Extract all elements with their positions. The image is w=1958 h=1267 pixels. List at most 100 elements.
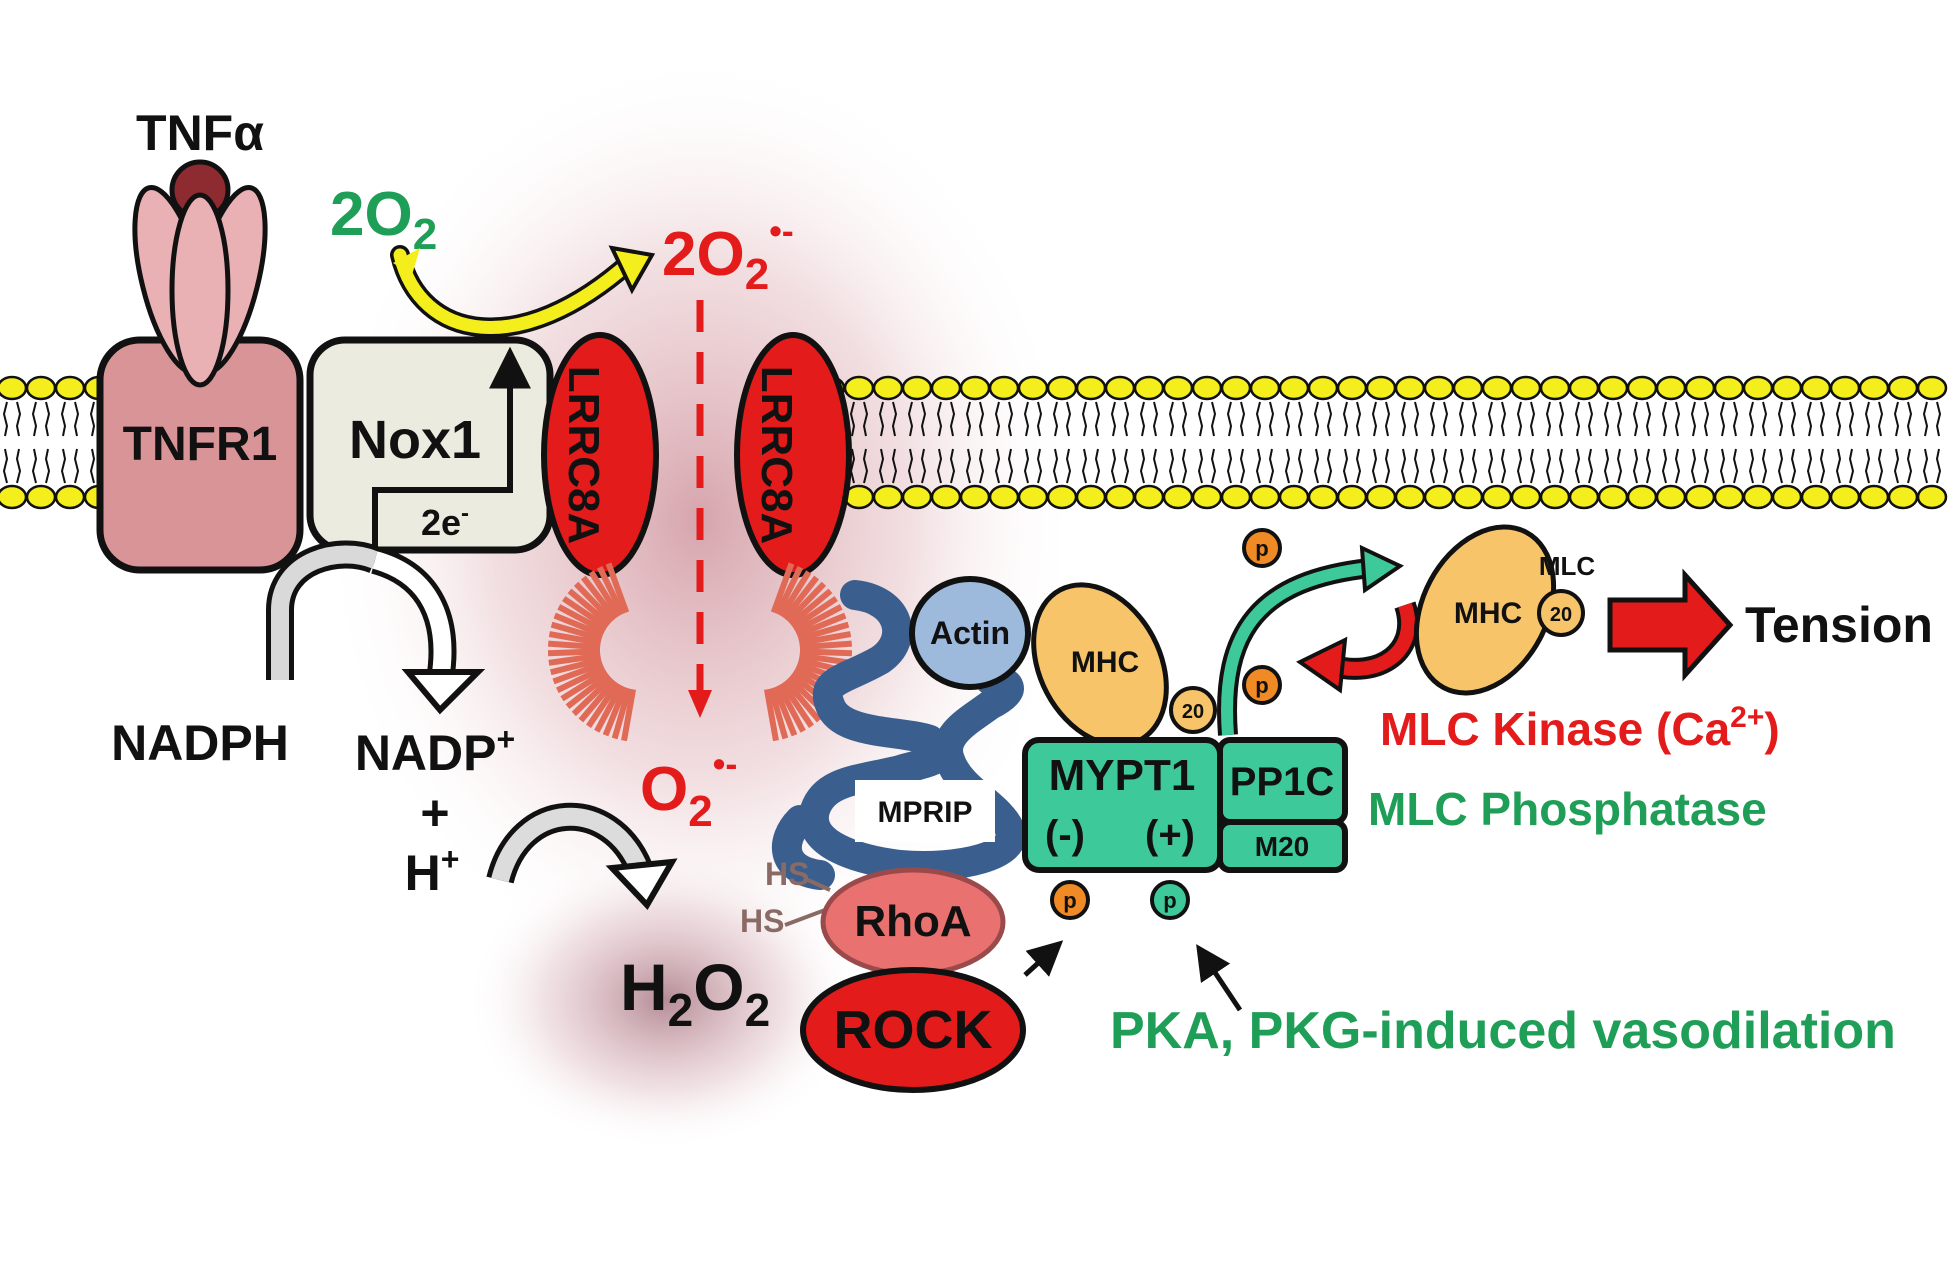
lipid-head (1046, 375, 1078, 401)
lrrc8a-repeat (611, 687, 632, 740)
lipid-head (1510, 375, 1542, 401)
phospho-rock-label: p (1063, 888, 1076, 913)
lipid-tail (1152, 448, 1159, 484)
lipid-tail (1516, 448, 1523, 484)
hydrogen-peroxide-label: H2O2 (620, 950, 770, 1036)
lipid-head (1742, 375, 1774, 401)
lipid-tail (1239, 448, 1246, 484)
lipid-head (1075, 484, 1107, 510)
lipid-tail (1703, 448, 1710, 484)
lipid-tail (1168, 448, 1175, 484)
phospho-site-rock (1050, 880, 1090, 920)
lipid-tail (1587, 401, 1594, 437)
lipid-tail (1065, 448, 1072, 484)
lrrc8a-repeat (778, 570, 812, 618)
lipid-tail (44, 401, 51, 437)
lipid-tail (1603, 448, 1610, 484)
lipid-head (1887, 375, 1919, 401)
lipid-head (1133, 375, 1165, 401)
lrrc8a-repeat (560, 668, 608, 702)
oxygen-conversion-arrow-fill (393, 248, 637, 334)
dephosphorylation-arrow-fill (1221, 562, 1371, 736)
lipid-tail (1661, 448, 1668, 484)
lipid-head (1017, 484, 1049, 510)
lipid-tail (15, 401, 22, 437)
lipid-tail (1313, 448, 1320, 484)
lipid-tail (1342, 448, 1349, 484)
lipid-head (1423, 375, 1455, 401)
lipid-tail (73, 448, 80, 484)
lipid-tail (1922, 401, 1929, 437)
lipid-tail (891, 448, 898, 484)
lipid-tail (1748, 401, 1755, 437)
lrrc8a-repeat (548, 652, 601, 666)
lipid-head (1626, 484, 1658, 510)
rock-label: ROCK (834, 1000, 993, 1060)
mlc20-left (1169, 686, 1217, 734)
lipid-head (988, 484, 1020, 510)
lipid-tail (1703, 401, 1710, 437)
lipid-tail (1574, 448, 1581, 484)
lipid-head (1858, 484, 1890, 510)
lipid-head (25, 484, 57, 510)
lipid-head (1597, 375, 1629, 401)
mlc-kinase-arrow-fill (1327, 602, 1416, 676)
lipid-tail (1139, 448, 1146, 484)
lipid-tail (15, 448, 22, 484)
lipid-tail (1181, 401, 1188, 437)
lipid-tail (1529, 401, 1536, 437)
lipid-tail (2, 401, 9, 437)
tnfr1-label: TNFR1 (123, 418, 278, 471)
lipid-tail (862, 448, 869, 484)
lipid-tail (31, 401, 38, 437)
lipid-tail (891, 401, 898, 437)
lipid-tail (849, 401, 856, 437)
lipid-tail (1848, 401, 1855, 437)
lipid-head (1481, 484, 1513, 510)
lrrc8a-repeat (596, 565, 626, 616)
lipid-tail (1400, 401, 1407, 437)
lipid-tail (1168, 401, 1175, 437)
lipid-tail (1761, 448, 1768, 484)
lipid-tail (1197, 401, 1204, 437)
lipid-head (901, 484, 933, 510)
lipid-tail (1806, 448, 1813, 484)
lipid-tail (1893, 401, 1900, 437)
pp1c-label: PP1C (1230, 760, 1335, 804)
lrrc8a-repeat (605, 562, 630, 614)
lipid-tail (907, 448, 914, 484)
lipid-tail (878, 401, 885, 437)
lipid-tail (1007, 401, 1014, 437)
pka-pkg-arrow (1196, 944, 1243, 1012)
lipid-tail (1935, 401, 1942, 437)
lipid-head (843, 375, 875, 401)
lipid-tail (1690, 401, 1697, 437)
lipid-head (1104, 484, 1136, 510)
lipid-head (1075, 375, 1107, 401)
actin-filament (909, 576, 1031, 690)
lipid-head (988, 375, 1020, 401)
mlc-kinase-label: MLC Kinase (Ca2+) (1380, 701, 1780, 755)
lipid-head (1539, 484, 1571, 510)
lipid-head (54, 375, 86, 401)
lrrc8a-repeat (772, 685, 798, 737)
lipid-tail (1007, 448, 1014, 484)
lipid-head (1452, 375, 1484, 401)
lipid-head (872, 375, 904, 401)
phospho-site-mlc (1242, 665, 1282, 705)
lrrc8a-repeat (791, 596, 838, 631)
lipid-head (1916, 375, 1948, 401)
lrrc8a-repeat (586, 681, 621, 728)
lipid-tail (1864, 401, 1871, 437)
lipid-tail (1284, 448, 1291, 484)
lipid-tail (1442, 448, 1449, 484)
lipid-tail (1268, 448, 1275, 484)
phospho-mlc-label: p (1255, 673, 1268, 698)
mlc20-right (1537, 589, 1585, 637)
lipid-tail (31, 448, 38, 484)
lrrc8a-repeat (770, 562, 795, 614)
lipid-head (1365, 375, 1397, 401)
lrrc8a-repeat (557, 604, 607, 634)
lipid-head (1539, 375, 1571, 401)
lipid-head (1191, 375, 1223, 401)
